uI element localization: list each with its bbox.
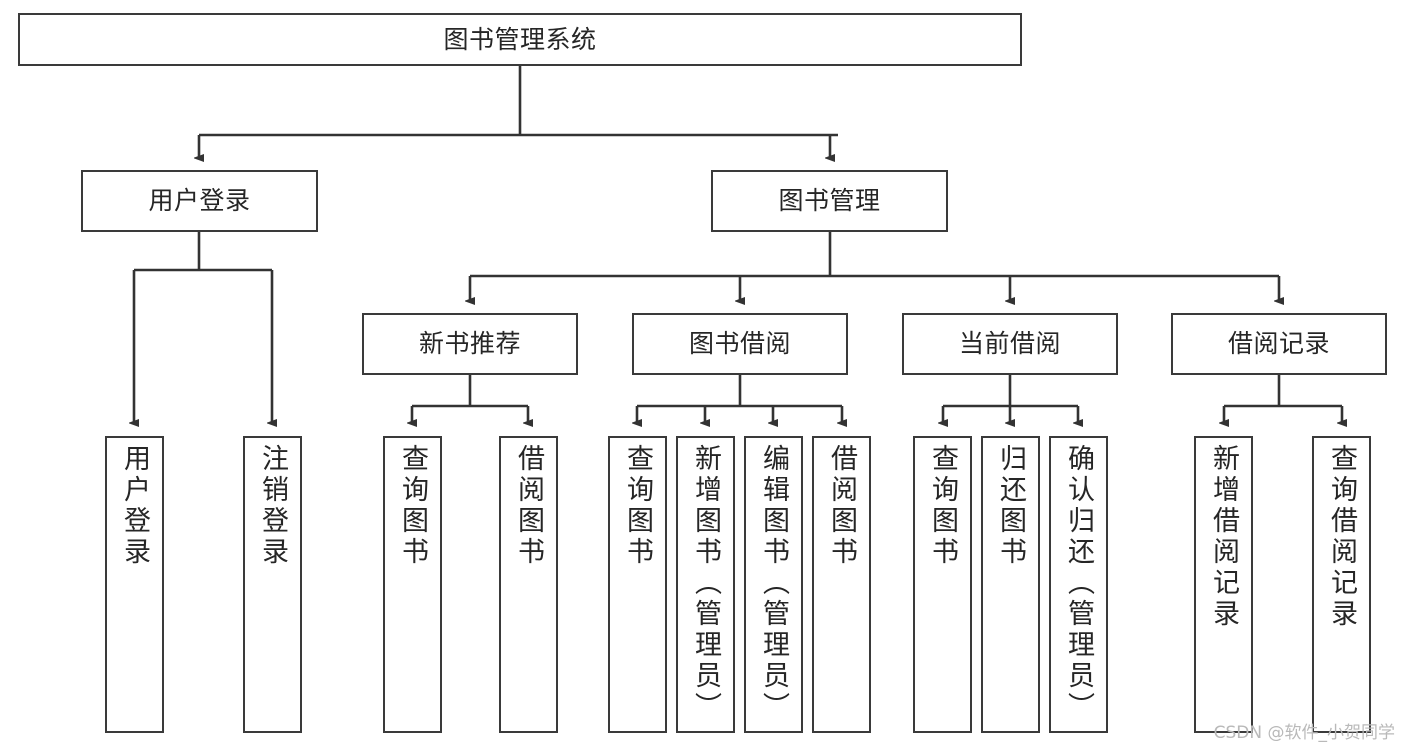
leaf-borrow-edit-book[interactable]: 编辑图书（管理员） xyxy=(744,436,803,733)
node-label: 新增图书（管理员） xyxy=(690,444,721,723)
node-label: 借阅图书 xyxy=(513,444,544,568)
node-label: 查询图书 xyxy=(397,444,428,568)
node-label: 确认归还（管理员） xyxy=(1063,444,1094,723)
node-label: 借阅记录 xyxy=(1227,329,1330,359)
leaf-user-login-signin[interactable]: 用户登录 xyxy=(105,436,164,733)
node-label: 归还图书 xyxy=(995,444,1026,568)
node-label: 借阅图书 xyxy=(826,444,857,568)
node-label: 新增借阅记录 xyxy=(1208,444,1239,630)
csdn-watermark: CSDN @软件_小贺同学 xyxy=(1213,723,1395,743)
node-label: 图书管理 xyxy=(778,186,881,216)
node-user-login[interactable]: 用户登录 xyxy=(81,170,318,232)
node-label: 注销登录 xyxy=(257,444,288,568)
node-book-management[interactable]: 图书管理 xyxy=(711,170,948,232)
node-label: 图书管理系统 xyxy=(443,24,597,54)
leaf-borrow-query-book[interactable]: 查询图书 xyxy=(608,436,667,733)
leaf-user-login-signout[interactable]: 注销登录 xyxy=(243,436,302,733)
leaf-record-query-record[interactable]: 查询借阅记录 xyxy=(1312,436,1371,733)
leaf-current-query-book[interactable]: 查询图书 xyxy=(913,436,972,733)
node-label: 查询借阅记录 xyxy=(1326,444,1357,630)
node-current-borrow[interactable]: 当前借阅 xyxy=(902,313,1118,375)
node-label: 图书借阅 xyxy=(688,329,791,359)
leaf-recommend-query-book[interactable]: 查询图书 xyxy=(383,436,442,733)
node-new-book-recommend[interactable]: 新书推荐 xyxy=(362,313,578,375)
leaf-current-confirm-return[interactable]: 确认归还（管理员） xyxy=(1049,436,1108,733)
node-label: 查询图书 xyxy=(927,444,958,568)
node-label: 编辑图书（管理员） xyxy=(758,444,789,723)
node-borrow-record[interactable]: 借阅记录 xyxy=(1171,313,1387,375)
node-label: 用户登录 xyxy=(148,186,251,216)
leaf-recommend-borrow-book[interactable]: 借阅图书 xyxy=(499,436,558,733)
leaf-borrow-borrow-book[interactable]: 借阅图书 xyxy=(812,436,871,733)
leaf-borrow-add-book[interactable]: 新增图书（管理员） xyxy=(676,436,735,733)
leaf-current-return-book[interactable]: 归还图书 xyxy=(981,436,1040,733)
node-label: 当前借阅 xyxy=(958,329,1061,359)
node-label: 查询图书 xyxy=(622,444,653,568)
node-label: 新书推荐 xyxy=(418,329,521,359)
node-label: 用户登录 xyxy=(119,444,150,568)
leaf-record-add-record[interactable]: 新增借阅记录 xyxy=(1194,436,1253,733)
node-book-borrow[interactable]: 图书借阅 xyxy=(632,313,848,375)
node-root-system[interactable]: 图书管理系统 xyxy=(18,13,1022,66)
